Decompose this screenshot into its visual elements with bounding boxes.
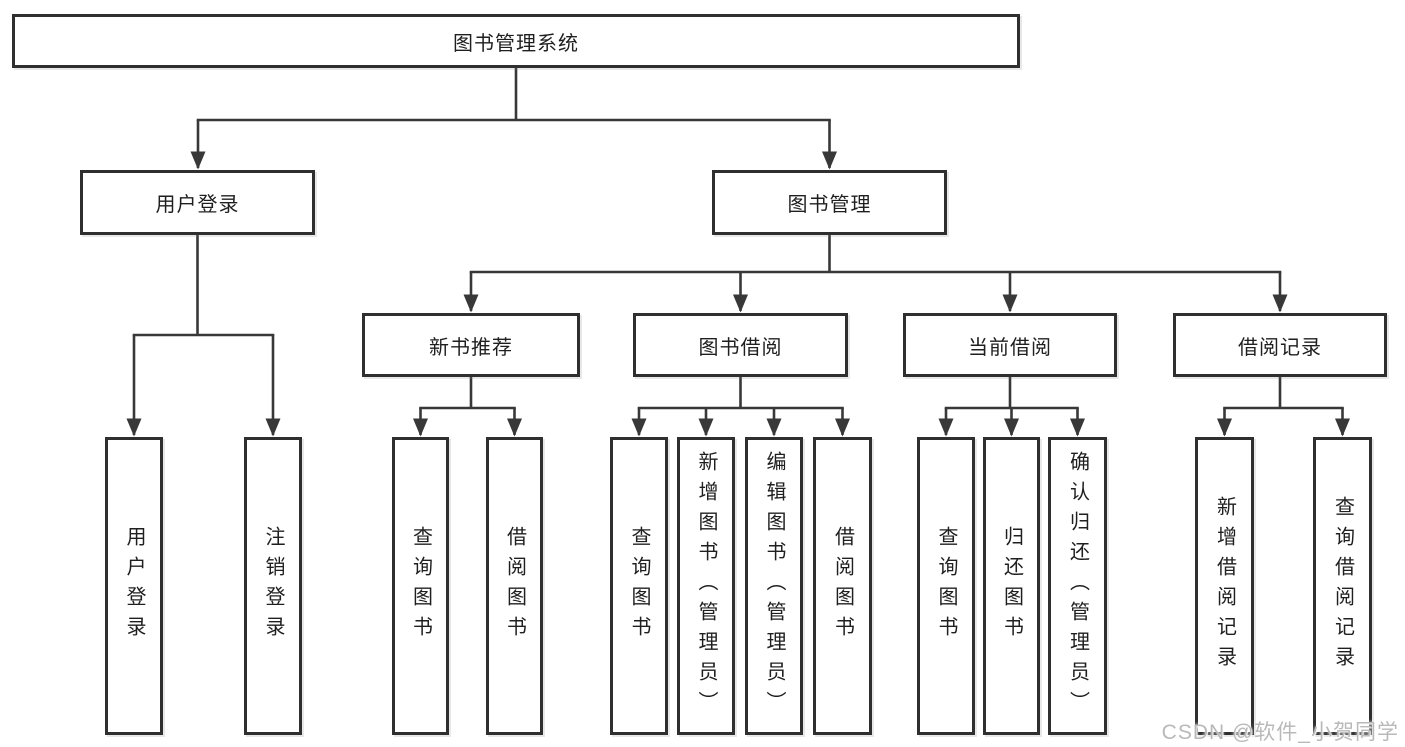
node-label: 用户登录 xyxy=(123,526,145,646)
leaf-user-login: 用户登录 xyxy=(105,437,163,735)
leaf-query-borrow-record: 查询借阅记录 xyxy=(1313,437,1372,735)
node-label: 当前借阅 xyxy=(968,336,1052,359)
connectors-book-management xyxy=(463,235,1288,313)
node-new-book-recommend: 新书推荐 xyxy=(362,313,580,377)
leaf-edit-books-admin: 编辑图书（管理员） xyxy=(745,437,803,735)
node-label: 借阅图书 xyxy=(831,526,854,646)
node-label: 借阅图书 xyxy=(503,526,526,646)
csdn-watermark: CSDN @软件_小贺同学 xyxy=(1161,721,1399,744)
node-label: 新书推荐 xyxy=(429,336,513,359)
node-label: 归还图书 xyxy=(1000,526,1023,646)
connectors-current-borrow xyxy=(938,377,1085,437)
node-current-borrow: 当前借阅 xyxy=(903,313,1117,377)
node-label: 新增图书（管理员） xyxy=(695,451,717,721)
node-library-management-system: 图书管理系统 xyxy=(12,14,1020,68)
node-book-management: 图书管理 xyxy=(712,170,947,235)
node-label: 图书管理 xyxy=(787,194,872,216)
node-label: 注销登录 xyxy=(262,526,284,646)
node-label: 图书管理系统 xyxy=(453,32,579,55)
node-label: 图书借阅 xyxy=(698,336,783,359)
connectors-borrow-records xyxy=(1217,377,1350,437)
node-book-borrow: 图书借阅 xyxy=(633,313,848,377)
node-user-login: 用户登录 xyxy=(80,170,315,235)
leaf-add-books-admin: 新增图书（管理员） xyxy=(677,437,735,735)
leaf-query-books-recommend: 查询图书 xyxy=(392,437,449,735)
leaf-query-books-current: 查询图书 xyxy=(917,437,975,735)
node-label: 借阅记录 xyxy=(1238,336,1322,359)
leaf-return-books: 归还图书 xyxy=(983,437,1040,735)
leaf-confirm-return-admin: 确认归还（管理员） xyxy=(1048,437,1107,735)
leaf-borrow-books: 借阅图书 xyxy=(813,437,872,735)
node-label: 确认归还（管理员） xyxy=(1066,451,1089,721)
node-label: 查询图书 xyxy=(628,526,650,646)
leaf-query-books-borrow: 查询图书 xyxy=(610,437,668,735)
connectors-book-borrow xyxy=(631,377,850,437)
node-label: 用户登录 xyxy=(155,194,240,216)
connectors-new-book-recommend xyxy=(413,377,522,437)
leaf-add-borrow-record: 新增借阅记录 xyxy=(1195,437,1254,735)
node-label: 查询图书 xyxy=(935,526,957,646)
node-borrow-records: 借阅记录 xyxy=(1173,313,1387,377)
node-label: 查询借阅记录 xyxy=(1331,496,1354,676)
leaf-logout: 注销登录 xyxy=(244,437,302,735)
leaf-borrow-books-recommend: 借阅图书 xyxy=(486,437,543,735)
node-label: 查询图书 xyxy=(409,526,432,646)
connectors-root xyxy=(190,68,837,170)
node-label: 新增借阅记录 xyxy=(1213,496,1236,676)
connectors-user-login xyxy=(126,235,281,437)
node-label: 编辑图书（管理员） xyxy=(763,451,785,721)
